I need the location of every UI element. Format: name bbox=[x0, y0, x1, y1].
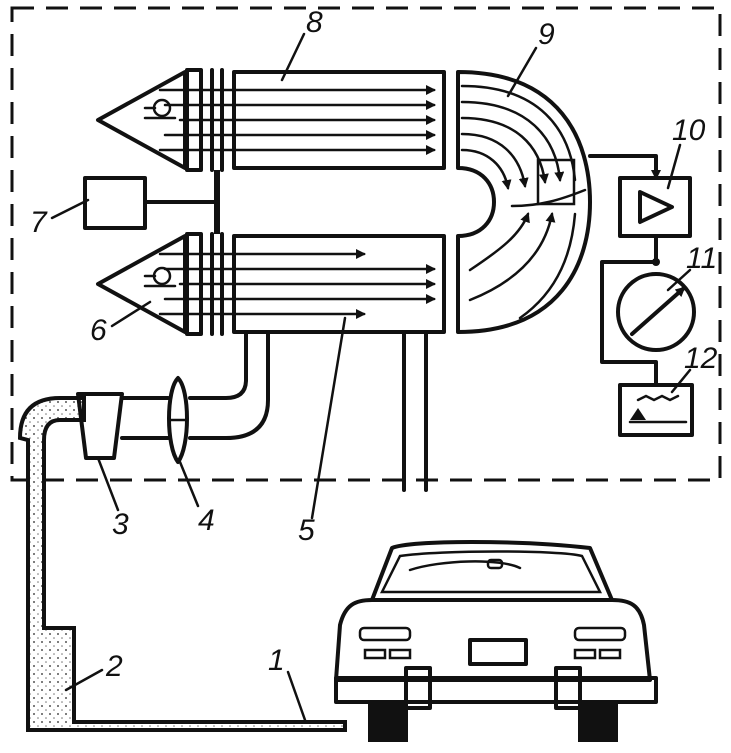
vehicle-rear-view bbox=[334, 540, 658, 742]
upper-ir-source bbox=[96, 70, 187, 170]
modulator-motor-box bbox=[83, 176, 147, 230]
label-12: 12 bbox=[684, 342, 718, 375]
amplifier bbox=[618, 176, 692, 238]
label-11: 11 bbox=[686, 242, 717, 275]
dust-filter bbox=[76, 392, 124, 460]
label-6: 6 bbox=[90, 314, 107, 347]
detector-receiver bbox=[456, 70, 592, 334]
sampling-pipe bbox=[17, 330, 428, 732]
label-7: 7 bbox=[30, 206, 48, 239]
sampling-pump bbox=[167, 376, 189, 464]
lower-ir-source bbox=[96, 234, 187, 334]
label-10: 10 bbox=[672, 114, 706, 147]
leader-lines bbox=[50, 32, 692, 722]
label-1: 1 bbox=[268, 644, 285, 677]
label-5: 5 bbox=[298, 514, 315, 547]
label-2: 2 bbox=[105, 650, 123, 683]
upper-rays bbox=[158, 85, 436, 155]
indicating-meter bbox=[616, 272, 696, 352]
label-8: 8 bbox=[306, 6, 323, 39]
recorder bbox=[618, 383, 694, 437]
label-9: 9 bbox=[538, 18, 555, 51]
label-3: 3 bbox=[112, 508, 129, 541]
instrument-enclosure bbox=[10, 6, 722, 482]
lower-rays bbox=[158, 249, 436, 319]
label-4: 4 bbox=[198, 504, 215, 537]
